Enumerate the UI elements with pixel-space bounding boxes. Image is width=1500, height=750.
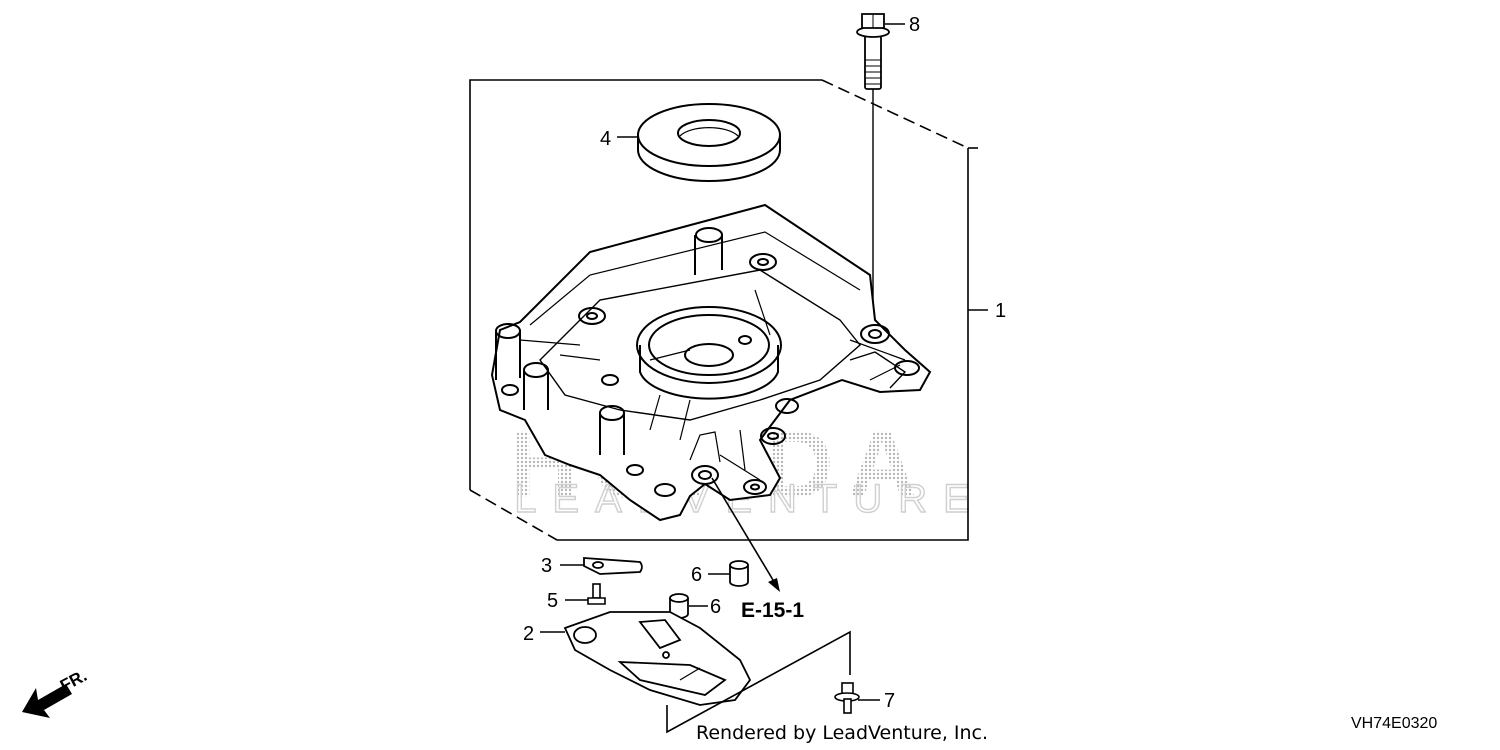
pin-upper [729, 560, 749, 587]
callout-3: 3 [541, 555, 552, 577]
arrow-left-icon [22, 684, 72, 718]
callout-6b: 6 [710, 596, 721, 618]
case-body [490, 203, 932, 522]
callout-8: 8 [909, 14, 920, 36]
reference-arrow-line [711, 477, 777, 586]
seal-ring [637, 103, 781, 182]
callout-2: 2 [523, 623, 534, 645]
callout-4: 4 [600, 128, 611, 150]
diagram-code: VH74E0320 [1351, 715, 1437, 732]
flange-bolt-bottom [834, 682, 860, 714]
callout-6a: 6 [691, 564, 702, 586]
reference-arrowhead [768, 578, 780, 592]
assembly-box [469, 79, 969, 541]
flange-bolt-top [856, 13, 890, 320]
bolt-bracket [666, 630, 851, 734]
leader-lines [540, 23, 905, 701]
callout-1: 1 [995, 300, 1006, 322]
reference-label: E-15-1 [741, 599, 804, 622]
callout-5: 5 [547, 590, 558, 612]
plate [563, 611, 752, 706]
bracket [583, 557, 643, 575]
credit-text: Rendered by LeadVenture, Inc. [696, 722, 988, 744]
screw [587, 583, 606, 605]
front-arrow: FR. [22, 666, 90, 718]
callout-7: 7 [884, 690, 895, 712]
